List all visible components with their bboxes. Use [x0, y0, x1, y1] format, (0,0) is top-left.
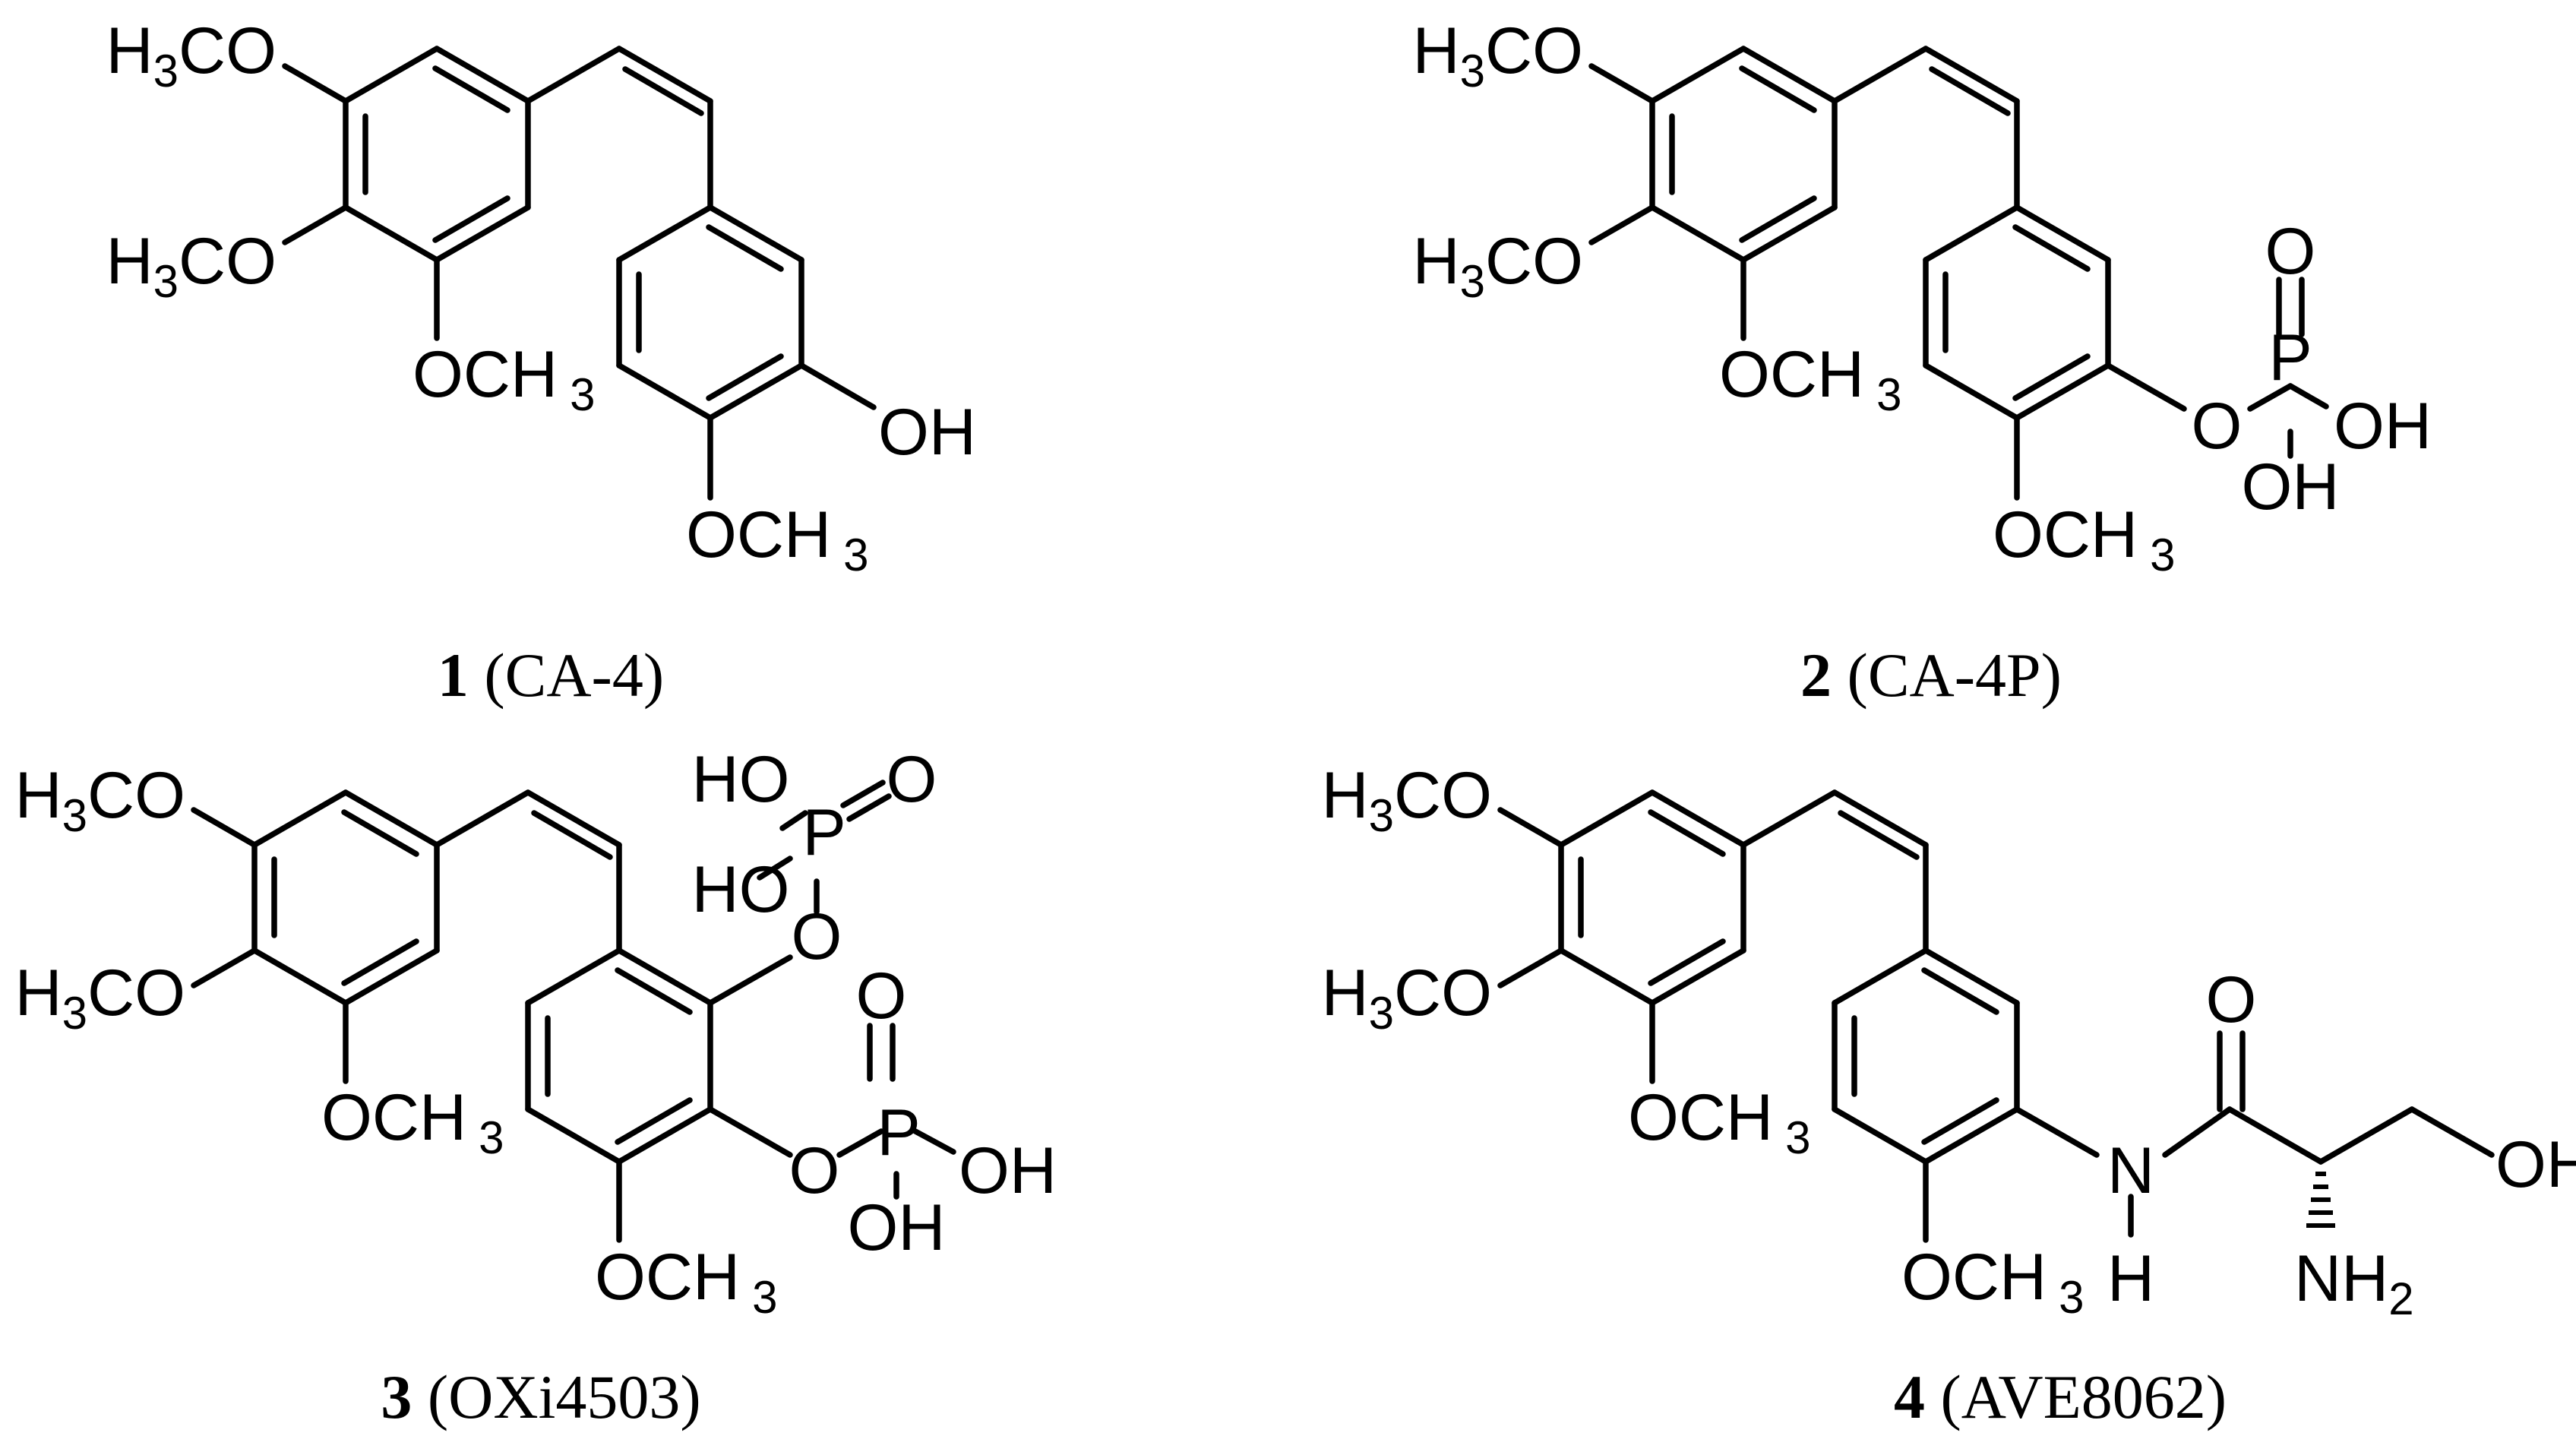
- compound-2-phosphoryl-oxygen-label: O: [2265, 215, 2316, 288]
- compound-3-hydroxyl-label-4: OH: [848, 1191, 946, 1264]
- compound-3-bonds: [191, 780, 956, 1243]
- compound-2-name: (CA-4P): [1847, 641, 2062, 710]
- compound-4-amide-nitrogen-label: N: [2107, 1134, 2154, 1207]
- compound-2-hydroxyl-label-2: OH: [2242, 451, 2340, 523]
- compound-4-amide-hydrogen-label: H: [2107, 1242, 2154, 1315]
- compound-2-methoxy-label-2: H3CO: [1413, 225, 1583, 307]
- compound-3-caption: 3 (OXi4503): [381, 1362, 700, 1431]
- compound-2-ester-oxygen-label: O: [2192, 390, 2243, 463]
- compound-3-hydroxyl-label-2: HO: [692, 853, 790, 926]
- compound-1-caption: 1 (CA-4): [438, 641, 664, 710]
- compound-3-ester-oxygen-label-2: O: [789, 1134, 840, 1207]
- compound-1-bonds: [282, 46, 877, 501]
- compound-1-methoxy-label-2: H3CO: [106, 225, 277, 307]
- compound-4-caption: 4 (AVE8062): [1894, 1362, 2227, 1431]
- compound-4-methoxy-label-2: H3CO: [1322, 957, 1492, 1039]
- compound-3-phosphorus-label-2: P: [877, 1096, 920, 1169]
- compound-4-bonds: [1497, 789, 2495, 1243]
- compound-1-hydroxyl-label: OH: [878, 396, 976, 469]
- compound-2-phosphorus-label: P: [2268, 321, 2312, 394]
- compound-3-phosphoryl-oxygen-label-2: O: [856, 960, 907, 1033]
- compound-2-bonds: [1588, 46, 2329, 501]
- compound-3-hydroxyl-label-3: OH: [959, 1134, 1057, 1207]
- compound-1-name: (CA-4): [484, 641, 664, 710]
- compound-3-phosphoryl-oxygen-label-1: O: [887, 743, 937, 816]
- compound-3-number: 3: [381, 1362, 412, 1431]
- compound-1-methoxy-label-1: H3CO: [106, 14, 277, 96]
- compound-2-caption: 2 (CA-4P): [1800, 641, 2062, 710]
- compound-3-hydroxyl-label-1: HO: [692, 743, 790, 816]
- compound-3-phosphorus-label-1: P: [802, 796, 845, 869]
- compound-4-amide-oxygen-label: O: [2206, 963, 2257, 1036]
- compound-4-name: (AVE8062): [1940, 1362, 2227, 1431]
- compound-2-number: 2: [1800, 641, 1832, 710]
- compound-2-hydroxyl-label-1: OH: [2334, 390, 2432, 463]
- compound-4-hydroxyl-label: OH: [2495, 1128, 2576, 1201]
- compound-3-methoxy-label-2: H3CO: [15, 957, 185, 1039]
- compound-4-amino-label: NH2: [2294, 1242, 2414, 1324]
- compound-3-name: (OXi4503): [428, 1362, 701, 1431]
- compound-3-ester-oxygen-label-1: O: [792, 900, 842, 973]
- compound-4-number: 4: [1894, 1362, 1925, 1431]
- compound-3-methoxy-label-1: H3CO: [15, 759, 185, 841]
- compound-2-methoxy-label-1: H3CO: [1413, 14, 1583, 96]
- compound-1-number: 1: [438, 641, 469, 710]
- compound-4-methoxy-label-1: H3CO: [1322, 759, 1492, 841]
